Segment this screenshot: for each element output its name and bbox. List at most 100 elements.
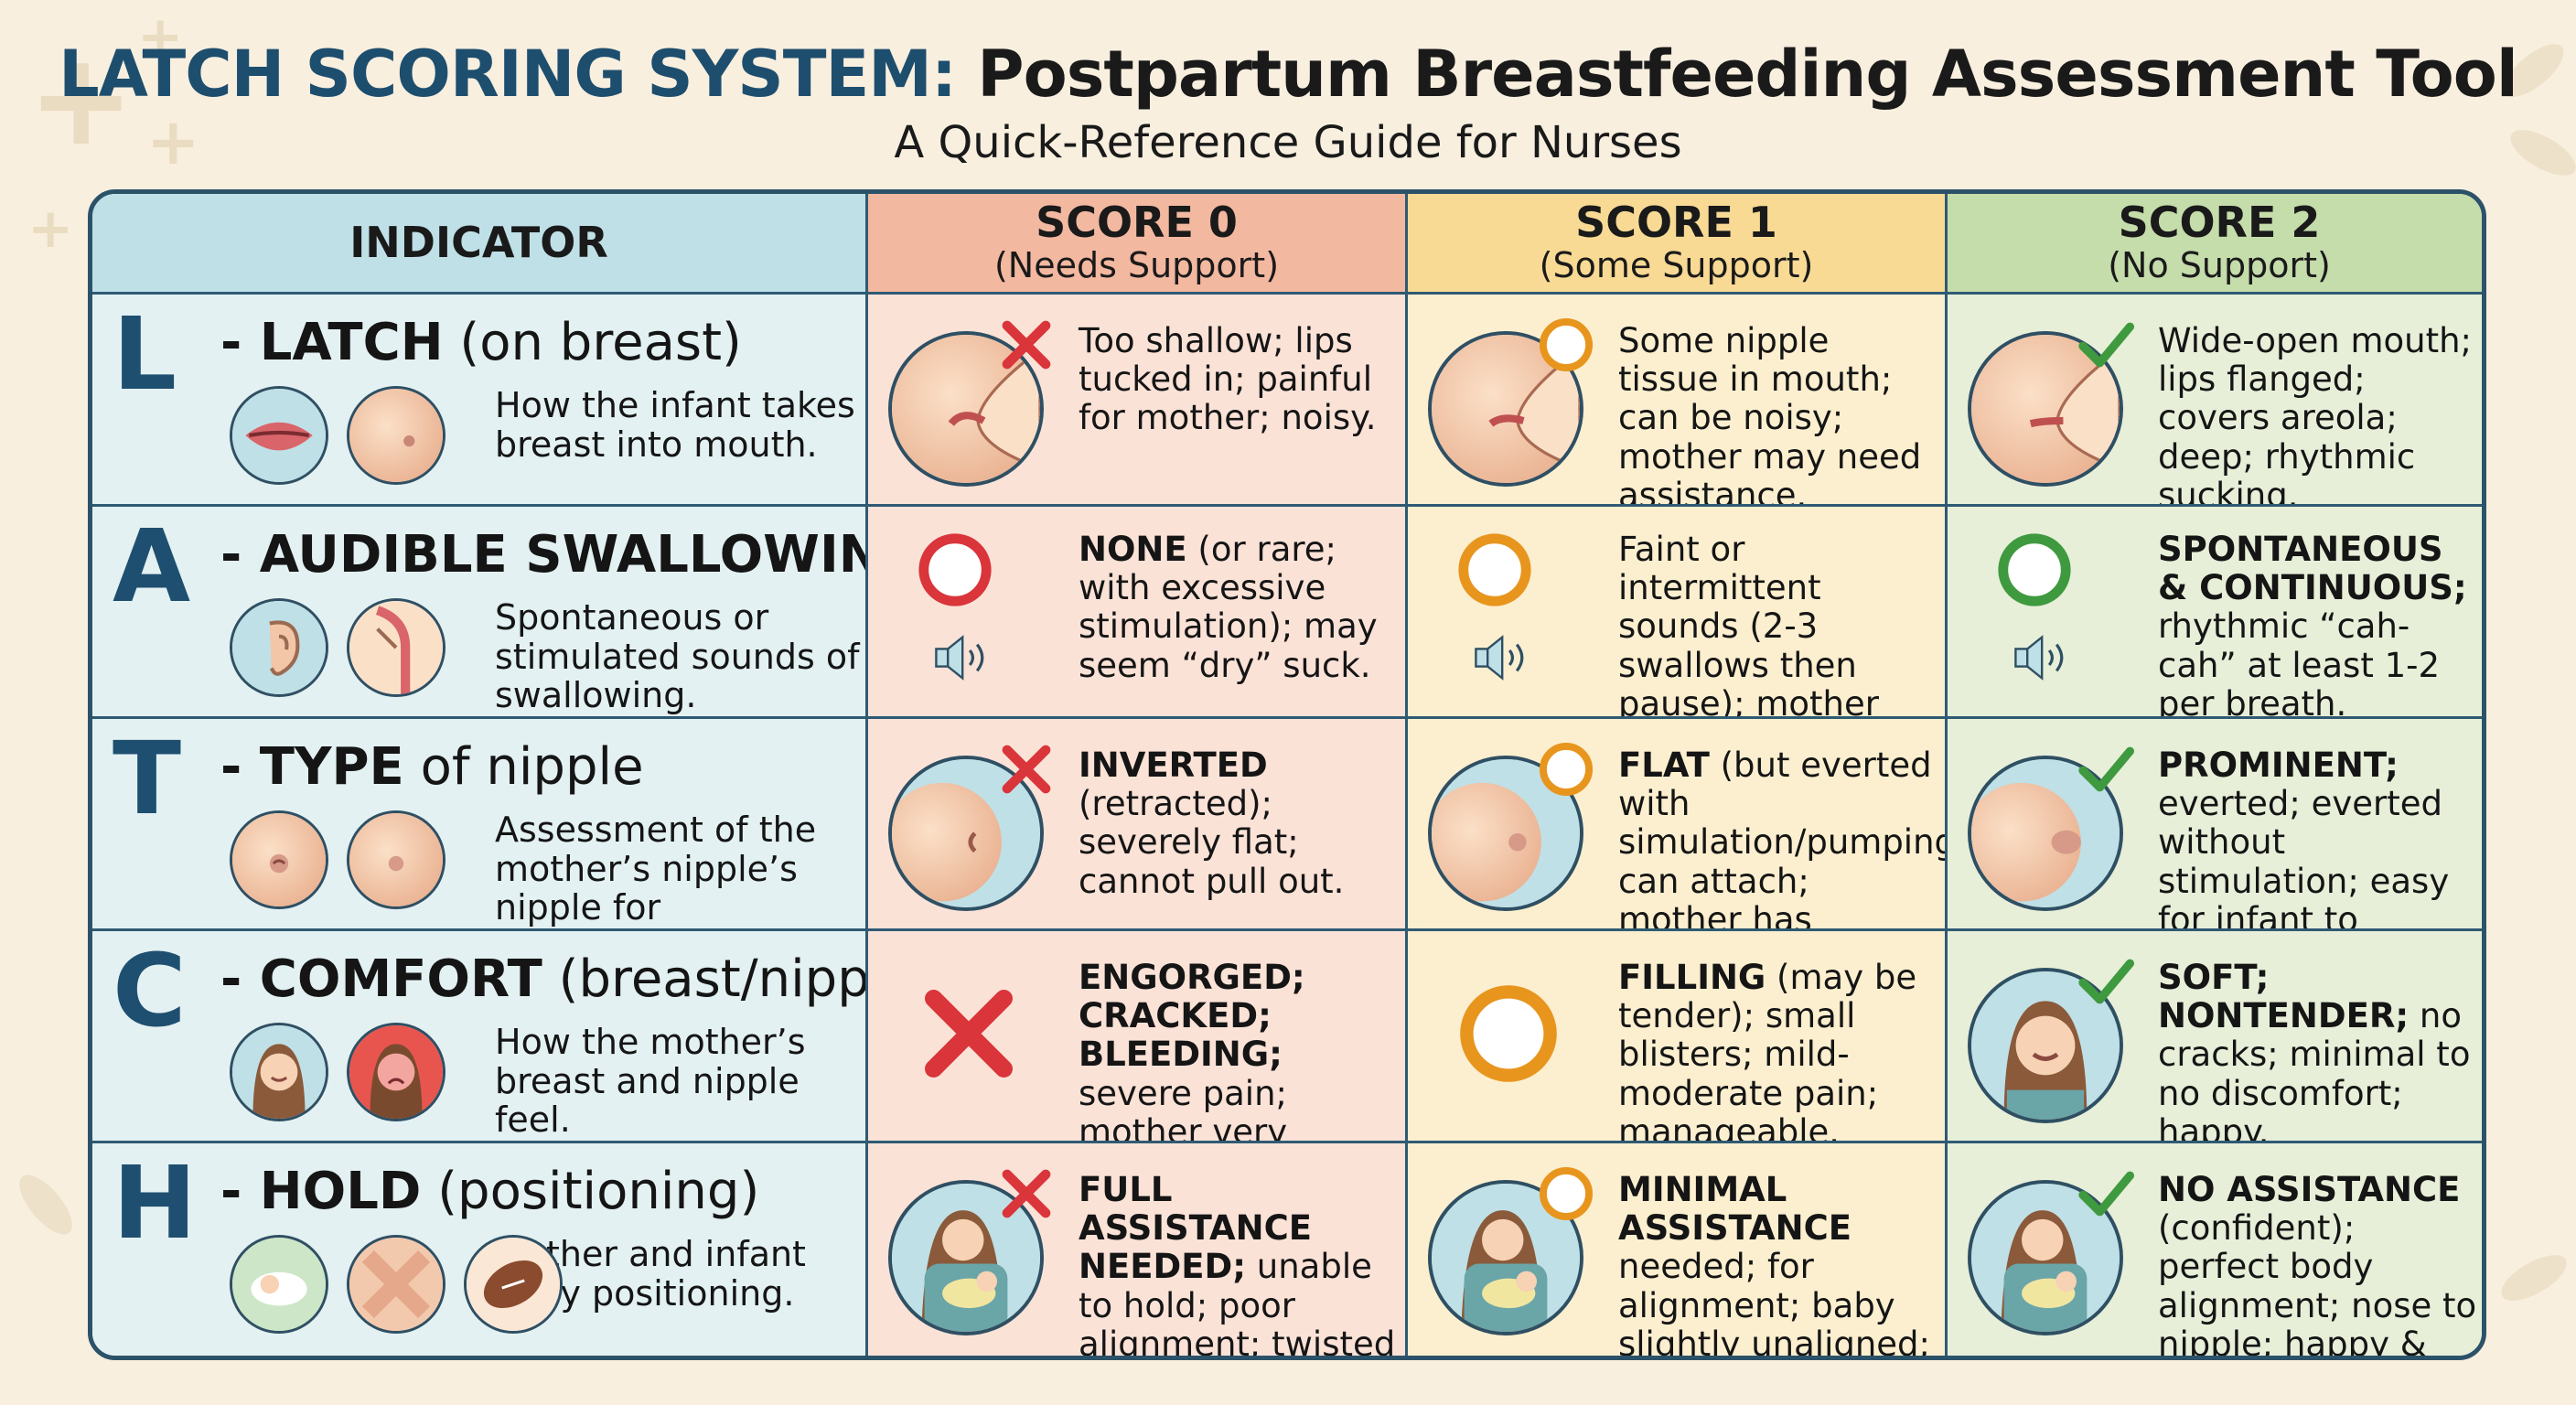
score-description-text: everted; everted without stimulation; ea… — [2158, 784, 2450, 931]
score-description: NONE (or rare; with excessive stimulatio… — [1079, 530, 1399, 685]
score-description-bold: NO ASSISTANCE — [2158, 1170, 2461, 1209]
indicator-title: - COMFORT (breast/nipple) — [220, 949, 868, 1009]
score-description: Faint or intermittent sounds (2-3 swallo… — [1618, 530, 1938, 716]
column-header-score0: SCORE 0(Needs Support) — [868, 194, 1408, 295]
x-mark-icon — [996, 315, 1057, 379]
page-title: LATCH SCORING SYSTEM: Postpartum Breastf… — [0, 37, 2576, 112]
check-mark-icon — [2076, 1164, 2136, 1228]
indicator-title: - HOLD (positioning) — [220, 1162, 759, 1221]
circle-mark-icon — [1536, 739, 1596, 803]
circle-mark-icon — [1454, 529, 1536, 615]
score-description-text: Too shallow; lips tucked in; painful for… — [1079, 321, 1377, 438]
score-description: SOFT; NONTENDER; no cracks; minimal to n… — [2158, 958, 2478, 1143]
score-description-text: rhythmic “cah-cah” at least 1-2 per brea… — [2158, 606, 2441, 719]
indicator-title: - AUDIBLE SWALLOWING — [220, 525, 865, 585]
row-a-score1: Faint or intermittent sounds (2-3 swallo… — [1408, 507, 1948, 719]
cradle-hold-icon — [230, 1235, 328, 1334]
indicator-title-bold: - HOLD — [220, 1162, 422, 1221]
score-description: ENGORGED; CRACKED; BLEEDING; severe pain… — [1079, 958, 1399, 1141]
indicator-description: How the infant takes breast into mouth. — [495, 385, 855, 465]
column-header-label: SCORE 0 — [1036, 198, 1238, 248]
indicator-title-bold: - TYPE — [220, 737, 404, 797]
row-h-score1: MINIMAL ASSISTANCE needed; for alignment… — [1408, 1143, 1948, 1356]
score-description-bold: FULL ASSISTANCE NEEDED; — [1079, 1170, 1313, 1287]
score-description: Wide-open mouth; lips flanged; covers ar… — [2158, 321, 2478, 507]
page-header: LATCH SCORING SYSTEM: Postpartum Breastf… — [0, 37, 2576, 168]
plus-decoration-icon: + — [27, 26, 135, 175]
row-c-score0: ENGORGED; CRACKED; BLEEDING; severe pain… — [868, 931, 1408, 1143]
indicator-description: Assessment of the mother’s nipple’s nipp… — [495, 810, 817, 928]
indicator-letter: C — [113, 932, 187, 1049]
score-description-text: (retracted); severely flat; cannot pull … — [1079, 784, 1345, 901]
row-c-score2: SOFT; NONTENDER; no cracks; minimal to n… — [1948, 931, 2482, 1143]
check-mark-icon — [2076, 315, 2136, 379]
row-t-score2: PROMINENT; everted; everted without stim… — [1948, 719, 2482, 931]
leaf-decoration-icon — [2494, 1246, 2574, 1310]
happy-mother-icon — [230, 1023, 328, 1121]
column-header-sublabel: (No Support) — [2108, 244, 2331, 285]
throat-icon — [347, 598, 445, 697]
indicator-description: Spontaneous or stimulated sounds of swal… — [495, 597, 860, 716]
speaker-icon — [923, 626, 996, 693]
breast-icon — [347, 386, 445, 485]
circle-mark-icon — [1454, 979, 1563, 1092]
circle-mark-icon — [1536, 315, 1596, 379]
score-description: NO ASSISTANCE (confident); perfect body … — [2158, 1170, 2478, 1356]
indicator-title: - LATCH (on breast) — [220, 313, 742, 372]
indicator-cell-h: H- HOLD (positioning)Mother and infant b… — [92, 1143, 868, 1356]
row-c-score1: FILLING (may be tender); small blisters;… — [1408, 931, 1948, 1143]
score-description-text: unable to hold; poor alignment; twisted … — [1079, 1247, 1396, 1356]
score-description: FLAT (but everted with simulation/pumpin… — [1618, 745, 1945, 928]
row-illustration-icon — [888, 331, 1044, 487]
column-header-indicator: INDICATOR — [92, 194, 868, 295]
plus-decoration-icon: + — [146, 104, 200, 179]
score-description-bold: ENGORGED; CRACKED; BLEEDING; — [1079, 958, 1305, 1075]
cross-cradle-hold-icon — [347, 1235, 445, 1334]
column-header-label: SCORE 1 — [1575, 198, 1777, 248]
score-description: Too shallow; lips tucked in; painful for… — [1079, 321, 1399, 438]
score-description: SPONTANEOUS & CONTINUOUS; rhythmic “cah-… — [2158, 530, 2478, 719]
row-illustration-icon — [1968, 756, 2123, 911]
column-header-label: SCORE 2 — [2118, 198, 2321, 248]
score-description: FULL ASSISTANCE NEEDED; unable to hold; … — [1079, 1170, 1399, 1356]
score-description: Some nipple tissue in mouth; can be nois… — [1618, 321, 1938, 504]
indicator-title-rest: of nipple — [403, 737, 644, 797]
indicator-title-rest: (on breast) — [443, 313, 742, 372]
nipple-inverted-icon — [230, 810, 328, 909]
score-description-bold: SOFT; NONTENDER; — [2158, 958, 2410, 1036]
score-description-text: (confident); perfect body alignment; nos… — [2158, 1208, 2477, 1356]
score-description-bold: INVERTED — [1079, 745, 1268, 785]
circle-mark-icon — [1993, 529, 2076, 615]
indicator-letter: H — [113, 1144, 198, 1261]
score-description-bold: NONE — [1079, 530, 1187, 569]
x-mark-icon — [996, 1164, 1057, 1228]
score-description-text: no cracks; minimal to no discomfort; hap… — [2158, 996, 2471, 1143]
score-description: FILLING (may be tender); small blisters;… — [1618, 958, 1938, 1141]
row-h-score0: FULL ASSISTANCE NEEDED; unable to hold; … — [868, 1143, 1408, 1356]
row-l-score2: Wide-open mouth; lips flanged; covers ar… — [1948, 295, 2482, 507]
check-mark-icon — [2076, 951, 2136, 1015]
indicator-title-rest: (positioning) — [421, 1162, 760, 1221]
row-illustration-icon — [1428, 756, 1583, 911]
row-a-score0: NONE (or rare; with excessive stimulatio… — [868, 507, 1408, 719]
score-description-bold: SPONTANEOUS & CONTINUOUS; — [2158, 530, 2467, 608]
row-t-score0: INVERTED (retracted); severely flat; can… — [868, 719, 1408, 931]
score-description-text: Wide-open mouth; lips flanged; covers ar… — [2158, 321, 2472, 507]
score-description: MINIMAL ASSISTANCE needed; for alignment… — [1618, 1170, 1938, 1356]
score-description-bold: FLAT — [1618, 745, 1710, 785]
ear-icon — [230, 598, 328, 697]
indicator-title-rest: (breast/nipple) — [558, 949, 868, 1009]
row-l-score1: Some nipple tissue in mouth; can be nois… — [1408, 295, 1948, 507]
indicator-cell-a: A - AUDIBLE SWALLOWING Spontaneous or stim… — [92, 507, 868, 719]
x-mark-icon — [914, 979, 1024, 1092]
nipple-flat-icon — [347, 810, 445, 909]
indicator-cell-c: C- COMFORT (breast/nipple)How the mother… — [92, 931, 868, 1143]
page-subtitle: A Quick-Reference Guide for Nurses — [894, 117, 1682, 168]
sound-waves-icon — [1463, 626, 1536, 693]
indicator-letter: A — [113, 508, 191, 625]
score-description-text: (but everted with simulation/pumping); c… — [1618, 745, 1948, 931]
score-description: PROMINENT; everted; everted without stim… — [2158, 745, 2478, 931]
check-mark-icon — [2076, 739, 2136, 803]
distressed-mother-icon — [347, 1023, 445, 1121]
